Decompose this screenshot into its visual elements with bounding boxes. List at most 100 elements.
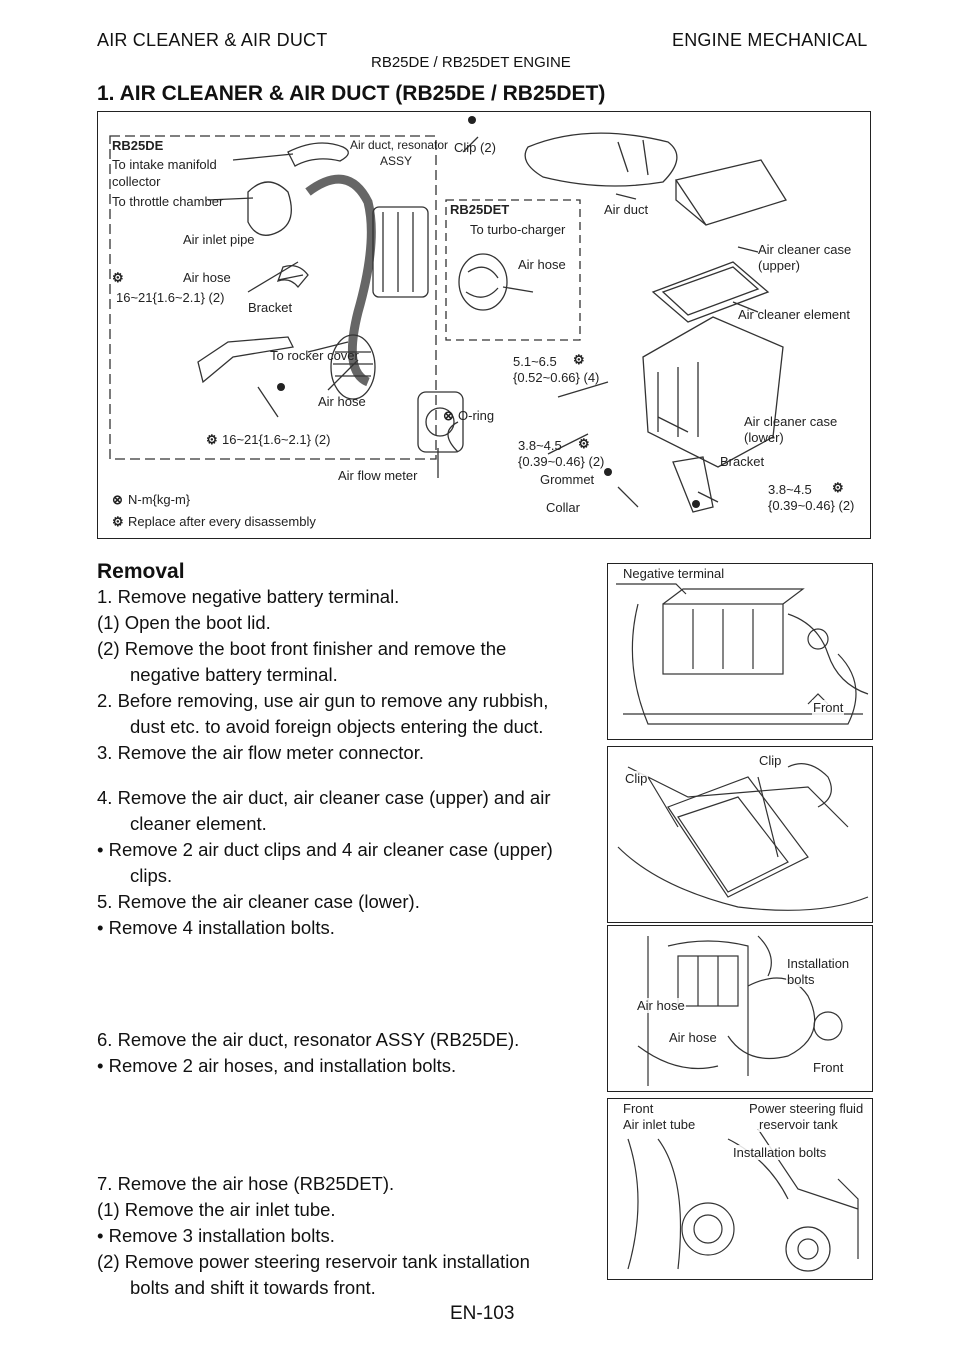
label-collector: collector xyxy=(112,174,161,189)
photo4-label-front: Front xyxy=(622,1101,655,1116)
corrugated-hose-shape xyxy=(330,334,376,400)
photo3-label-air-hose-b: Air hose xyxy=(668,1030,718,1045)
label-bracket-1: Bracket xyxy=(248,300,293,315)
label-to-turbo-charger: To turbo-charger xyxy=(470,222,566,237)
illustration-air-hoses: Installation bolts Air hose Air hose Fro… xyxy=(607,925,873,1092)
label-air-inlet-pipe: Air inlet pipe xyxy=(183,232,255,247)
page-number: EN-103 xyxy=(450,1303,515,1324)
step-line: bolts and shift it towards front. xyxy=(130,1277,376,1298)
case-lower-shape xyxy=(642,316,784,468)
rb25de-dashed-frame xyxy=(109,135,437,460)
photo4-label-air-inlet-tube: Air inlet tube xyxy=(622,1117,697,1132)
element-shape xyxy=(651,261,770,323)
step-line: 6. Remove the air duct, resonator ASSY (… xyxy=(97,1029,520,1050)
step-line: 4. Remove the air duct, air cleaner case… xyxy=(97,787,551,808)
illustration-reservoir-tank: Front Power steering fluid reservoir tan… xyxy=(607,1098,873,1280)
photo4-label-installation-bolts: Installation bolts xyxy=(732,1145,828,1160)
legend-replace-icon: ⚙ xyxy=(112,514,124,529)
step-line: (1) Open the boot lid. xyxy=(97,612,271,633)
label-torque-1: 16~21{1.6~2.1} (2) xyxy=(116,290,225,305)
label-clip: Clip (2) xyxy=(454,140,496,155)
resonator-shape xyxy=(287,142,349,167)
photo4-label-power-steering-fluid: Power steering fluid xyxy=(748,1101,865,1116)
label-air-cleaner-element: Air cleaner element xyxy=(738,307,850,322)
step-line: • Remove 2 air hoses, and installation b… xyxy=(97,1055,457,1076)
step-line: cleaner element. xyxy=(130,813,267,834)
legend-torque-unit: N-m{kg-m} xyxy=(128,492,191,507)
photo3-label-bolts: bolts xyxy=(786,972,816,987)
air-flow-meter-shape xyxy=(417,391,464,453)
label-torque-3a: 5.1~6.5 xyxy=(513,354,557,369)
torque-icon-1: ⚙ xyxy=(112,270,124,285)
air-duct-shape xyxy=(524,132,678,187)
label-collar: Collar xyxy=(546,500,580,515)
step-line: • Remove 4 installation bolts. xyxy=(97,917,335,938)
header-chapter-title: ENGINE MECHANICAL xyxy=(672,30,868,50)
step-line: 5. Remove the air cleaner case (lower). xyxy=(97,891,420,912)
label-to-intake-manifold: To intake manifold xyxy=(112,157,217,172)
step-line: clips. xyxy=(130,865,173,886)
label-torque-5b: {0.39~0.46} (2) xyxy=(768,498,855,513)
label-case-upper-1: Air cleaner case xyxy=(758,242,852,257)
step-line: 7. Remove the air hose (RB25DET). xyxy=(97,1173,395,1194)
label-air-hose-2: Air hose xyxy=(318,394,366,409)
page-title: 1. AIR CLEANER & AIR DUCT (RB25DE / RB25… xyxy=(97,82,606,105)
label-torque-4b: {0.39~0.46} (2) xyxy=(518,454,605,469)
diagram-drawing xyxy=(109,116,787,513)
torque-icon-5: ⚙ xyxy=(832,480,844,495)
label-assy: ASSY xyxy=(380,154,413,168)
rb25det-box-label: RB25DET xyxy=(450,202,510,217)
step-line: (2) Remove the boot front finisher and r… xyxy=(97,638,507,659)
rb25de-box-label: RB25DE xyxy=(112,138,164,153)
header-engine-subtitle: RB25DE / RB25DET ENGINE xyxy=(371,54,571,71)
step-line: • Remove 2 air duct clips and 4 air clea… xyxy=(97,839,553,860)
step-line: dust etc. to avoid foreign objects enter… xyxy=(130,716,544,737)
photo2-label-clip-b: Clip xyxy=(624,771,649,786)
bracket-shape xyxy=(197,336,294,384)
label-bracket-2: Bracket xyxy=(720,454,765,469)
label-air-duct: Air duct xyxy=(604,202,649,217)
label-torque-2: 16~21{1.6~2.1} (2) xyxy=(222,432,331,447)
label-case-lower-2: (lower) xyxy=(744,430,784,445)
bracket2-shape xyxy=(672,456,714,513)
step-line: 2. Before removing, use air gun to remov… xyxy=(97,690,549,711)
label-air-hose-1: Air hose xyxy=(183,270,231,285)
step-line: (1) Remove the air inlet tube. xyxy=(97,1199,336,1220)
torque-icon-2: ⚙ xyxy=(206,432,218,447)
case-upper-shape xyxy=(674,159,787,226)
o-ring-shape xyxy=(447,421,459,453)
step-line: (2) Remove power steering reservoir tank… xyxy=(97,1251,530,1272)
label-o-ring: O-ring xyxy=(458,408,495,423)
legend-replace-text: Replace after every disassembly xyxy=(128,514,316,529)
label-to-throttle-chamber: To throttle chamber xyxy=(112,194,224,209)
photo3-label-air-hose-a: Air hose xyxy=(636,998,686,1013)
photo2-label-clip-a: Clip xyxy=(758,753,783,768)
label-case-lower-1: Air cleaner case xyxy=(744,414,838,429)
air-inlet-pipe-shape xyxy=(305,174,376,387)
step-line: • Remove 3 installation bolts. xyxy=(97,1225,335,1246)
photo3-label-front: Front xyxy=(812,1060,845,1075)
illustration-air-duct-clips: Clip Clip xyxy=(607,746,873,923)
legend-torque-icon: ⊗ xyxy=(112,492,123,507)
replace-icon: ⊗ xyxy=(443,408,454,423)
rb25det-hose-shape xyxy=(458,253,508,311)
torque-icon-4: ⚙ xyxy=(578,436,590,451)
label-case-upper-2: (upper) xyxy=(758,258,800,273)
resonator-box-shape xyxy=(372,206,429,298)
step-line: 1. Remove negative battery terminal. xyxy=(97,586,400,607)
step-line: 3. Remove the air flow meter connector. xyxy=(97,742,424,763)
illustration-negative-terminal: Negative terminal Front xyxy=(607,563,873,740)
photo3-label-installation: Installation xyxy=(786,956,851,971)
rb25det-dashed-frame xyxy=(445,199,581,341)
air-hose-small-shape xyxy=(276,264,309,289)
label-torque-4a: 3.8~4.5 xyxy=(518,438,562,453)
label-torque-5a: 3.8~4.5 xyxy=(768,482,812,497)
label-torque-3b: {0.52~0.66} (4) xyxy=(513,370,600,385)
photo1-label-front: Front xyxy=(812,700,845,715)
label-to-rocker-cover: To rocker cover xyxy=(270,348,359,363)
removal-heading: Removal xyxy=(97,560,185,583)
label-air-hose-3: Air hose xyxy=(518,257,566,272)
photo1-label-negative-terminal: Negative terminal xyxy=(622,566,726,581)
header-section-title: AIR CLEANER & AIR DUCT xyxy=(97,30,328,50)
step-line: negative battery terminal. xyxy=(130,664,338,685)
